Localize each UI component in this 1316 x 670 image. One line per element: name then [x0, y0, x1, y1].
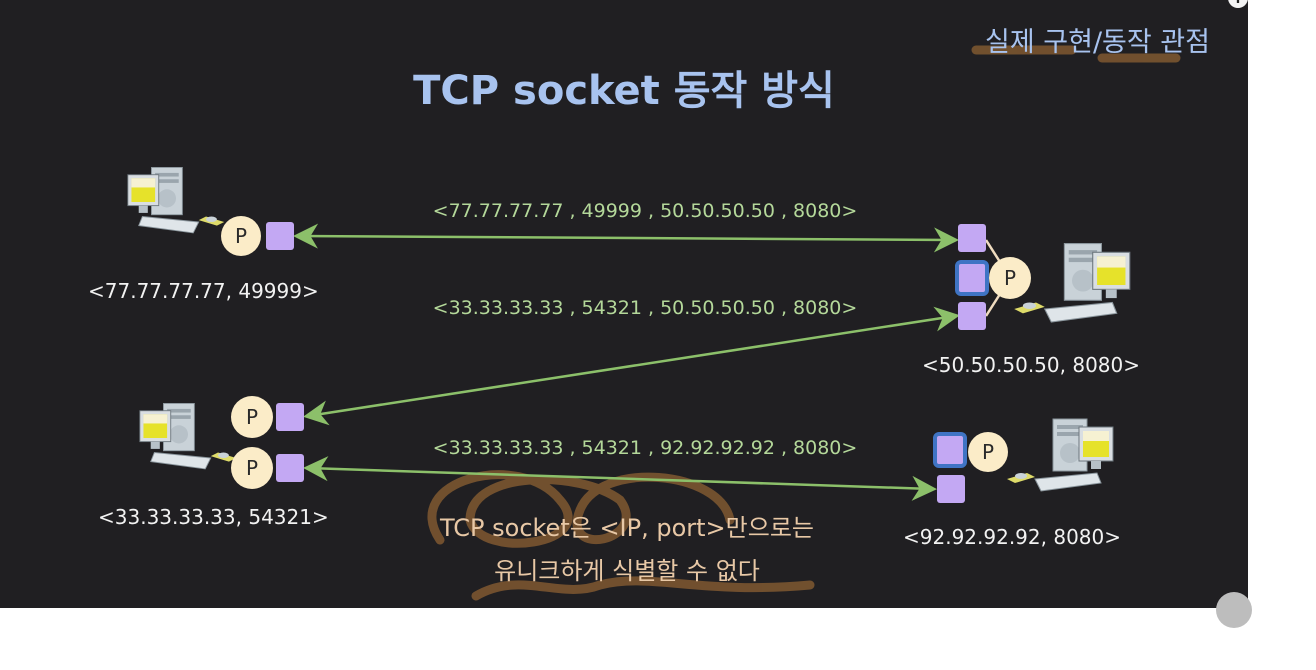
host-address: <77.77.77.77, 49999> — [88, 279, 319, 303]
process-label: P — [235, 224, 247, 248]
channel-avatar[interactable] — [1216, 592, 1252, 628]
process-label: P — [982, 440, 994, 464]
listening-socket-square — [955, 260, 989, 296]
computer-icon — [1013, 242, 1131, 323]
process-circle — [231, 396, 273, 438]
socket-square — [937, 475, 965, 503]
connection-tuple: <33.33.33.33 , 54321 , 92.92.92.92 , 808… — [432, 437, 858, 459]
slide-subtitle: 실제 구현/동작 관점 — [985, 27, 1210, 58]
connection-arrow-2 — [303, 306, 960, 426]
host-address: <92.92.92.92, 8080> — [903, 525, 1121, 549]
socket-square — [276, 403, 304, 431]
info-icon[interactable]: i — [1228, 0, 1248, 8]
host-50 — [955, 224, 1131, 330]
host-92 — [933, 418, 1114, 503]
computer-icon — [1006, 418, 1114, 492]
socket-square — [958, 224, 986, 252]
computer-icon — [139, 402, 237, 470]
note-line-1: TCP socket은 <IP, port>만으로는 — [440, 514, 814, 542]
process-label: P — [246, 456, 258, 480]
process-circle — [231, 447, 273, 489]
host-address: <33.33.33.33, 54321> — [98, 505, 329, 529]
process-circle — [989, 257, 1031, 299]
host-address: <50.50.50.50, 8080> — [922, 353, 1140, 377]
listening-socket-square — [933, 432, 967, 468]
process-label: P — [1004, 266, 1016, 290]
connection-arrows — [293, 223, 960, 501]
slide-title: TCP socket 동작 방식 — [413, 68, 835, 114]
slide: P P P P P TCP socket 동작 방식 실제 구현/동작 관점 <… — [0, 0, 1248, 608]
diagram-canvas: P P P P P — [127, 45, 1181, 601]
socket-square — [266, 222, 294, 250]
connection-tuple: <77.77.77.77 , 49999 , 50.50.50.50 , 808… — [432, 200, 858, 222]
connection-arrow-3 — [303, 456, 937, 501]
process-label: P — [246, 405, 258, 429]
connection-tuple: <33.33.33.33 , 54321 , 50.50.50.50 , 808… — [432, 297, 858, 319]
computer-icon — [127, 166, 225, 234]
process-circle — [968, 432, 1008, 472]
host-33 — [139, 396, 304, 489]
socket-square — [276, 454, 304, 482]
note-line-2: 유니크하게 식별할 수 없다 — [494, 557, 760, 585]
host-77 — [127, 166, 294, 256]
connection-arrow-1 — [293, 223, 959, 253]
socket-square — [958, 302, 986, 330]
process-circle — [221, 216, 261, 256]
